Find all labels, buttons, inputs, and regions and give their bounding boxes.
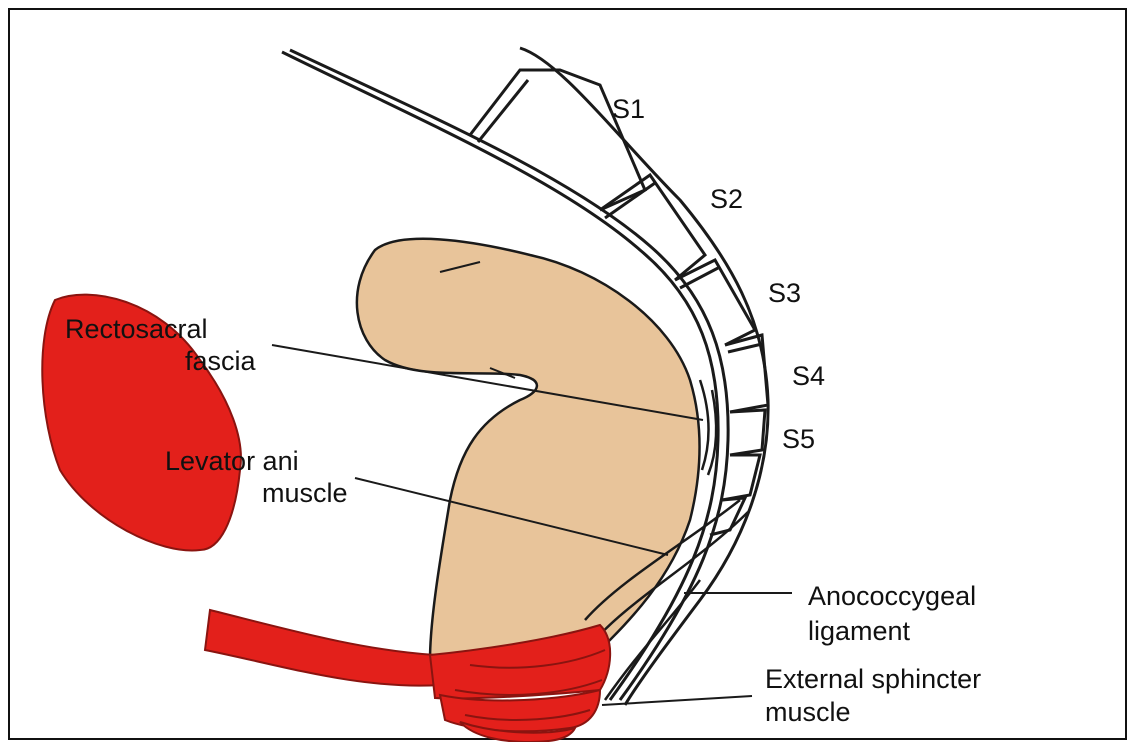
label-s3: S3 [768, 278, 801, 308]
label-s4: S4 [792, 361, 825, 391]
label-sphincter-line2: muscle [765, 697, 851, 727]
perineal-band [205, 610, 440, 686]
label-rectosacral-line2: fascia [185, 346, 257, 376]
label-s1: S1 [612, 94, 645, 124]
label-levator-line1: Levator ani [165, 446, 299, 476]
s2-segment [600, 175, 705, 280]
label-anococcygeal-line2: ligament [808, 616, 911, 646]
label-rectosacral-line1: Rectosacral [65, 314, 208, 344]
label-sphincter-line1: External sphincter [765, 664, 981, 694]
sphincter-leader [602, 696, 752, 705]
fascia-fold [700, 380, 709, 470]
label-s2: S2 [710, 184, 743, 214]
s1-segment [470, 70, 645, 210]
label-anococcygeal-line1: Anococcygeal [808, 581, 976, 611]
label-s5: S5 [782, 424, 815, 454]
label-levator-line2: muscle [262, 478, 348, 508]
rectum [357, 239, 700, 660]
s4-segment-lower [728, 344, 762, 352]
s1-segment-lower [478, 80, 528, 142]
s5-segment [730, 410, 765, 455]
